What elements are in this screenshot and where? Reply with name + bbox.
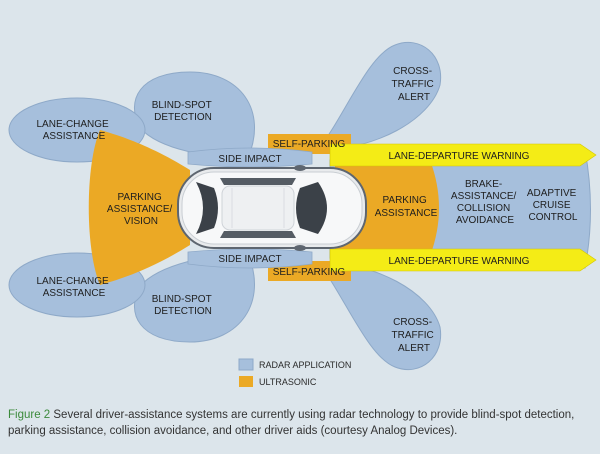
lane-departure-zones bbox=[329, 143, 597, 272]
side-impact-label-bottom: SIDE IMPACT bbox=[218, 254, 281, 265]
side-impact-zone-bottom bbox=[187, 248, 313, 269]
brake-assistance-label: BRAKE- ASSISTANCE/ COLLISION AVOIDANCE bbox=[451, 179, 519, 226]
blind-spot-label-bottom: BLIND-SPOT DETECTION bbox=[152, 294, 215, 317]
figure-caption: Figure 2 Several driver-assistance syste… bbox=[8, 407, 594, 439]
blind-spot-zone-bottom bbox=[134, 253, 255, 343]
parking-assistance-vision-label: PARKING ASSISTANCE/ VISION bbox=[107, 192, 175, 227]
lane-change-label-bottom: LANE-CHANGE ASSISTANCE bbox=[36, 276, 111, 299]
lane-departure-label-top: LANE-DEPARTURE WARNING bbox=[389, 151, 530, 162]
rear-parking-zone bbox=[88, 130, 190, 285]
legend-ultrasonic-label: ULTRASONIC bbox=[259, 377, 317, 387]
self-parking-label-top: SELF-PARKING bbox=[273, 139, 346, 150]
cross-traffic-zone-top bbox=[316, 41, 442, 151]
legend-radar-label: RADAR APPLICATION bbox=[259, 360, 351, 370]
cross-traffic-zone-bottom bbox=[316, 261, 442, 371]
blind-spot-label-top: BLIND-SPOT DETECTION bbox=[152, 100, 215, 123]
legend-ultrasonic-swatch bbox=[239, 376, 253, 387]
self-parking-label-bottom: SELF-PARKING bbox=[273, 267, 346, 278]
cross-traffic-label-bottom: CROSS- TRAFFIC ALERT bbox=[392, 317, 437, 354]
legend-radar-swatch bbox=[238, 358, 254, 371]
cross-traffic-label-top: CROSS- TRAFFIC ALERT bbox=[392, 66, 437, 103]
figure-label: Figure 2 bbox=[8, 409, 51, 421]
parking-assistance-label-front: PARKING ASSISTANCE bbox=[375, 195, 438, 219]
side-impact-zones bbox=[187, 147, 313, 269]
blind-spot-zone-top bbox=[134, 71, 255, 159]
car-top-view bbox=[177, 165, 367, 251]
legend: RADAR APPLICATION ULTRASONIC bbox=[238, 358, 351, 387]
side-impact-zone-top bbox=[187, 147, 313, 168]
caption-text: Several driver-assistance systems are cu… bbox=[8, 409, 575, 437]
lane-departure-zone-bottom bbox=[329, 248, 597, 272]
side-impact-label-top: SIDE IMPACT bbox=[218, 154, 281, 165]
lane-departure-zone-top bbox=[329, 143, 597, 167]
lane-departure-label-bottom: LANE-DEPARTURE WARNING bbox=[389, 256, 530, 267]
adaptive-cruise-label: ADAPTIVE CRUISE CONTROL bbox=[527, 188, 579, 223]
lane-change-label-top: LANE-CHANGE ASSISTANCE bbox=[36, 119, 111, 142]
